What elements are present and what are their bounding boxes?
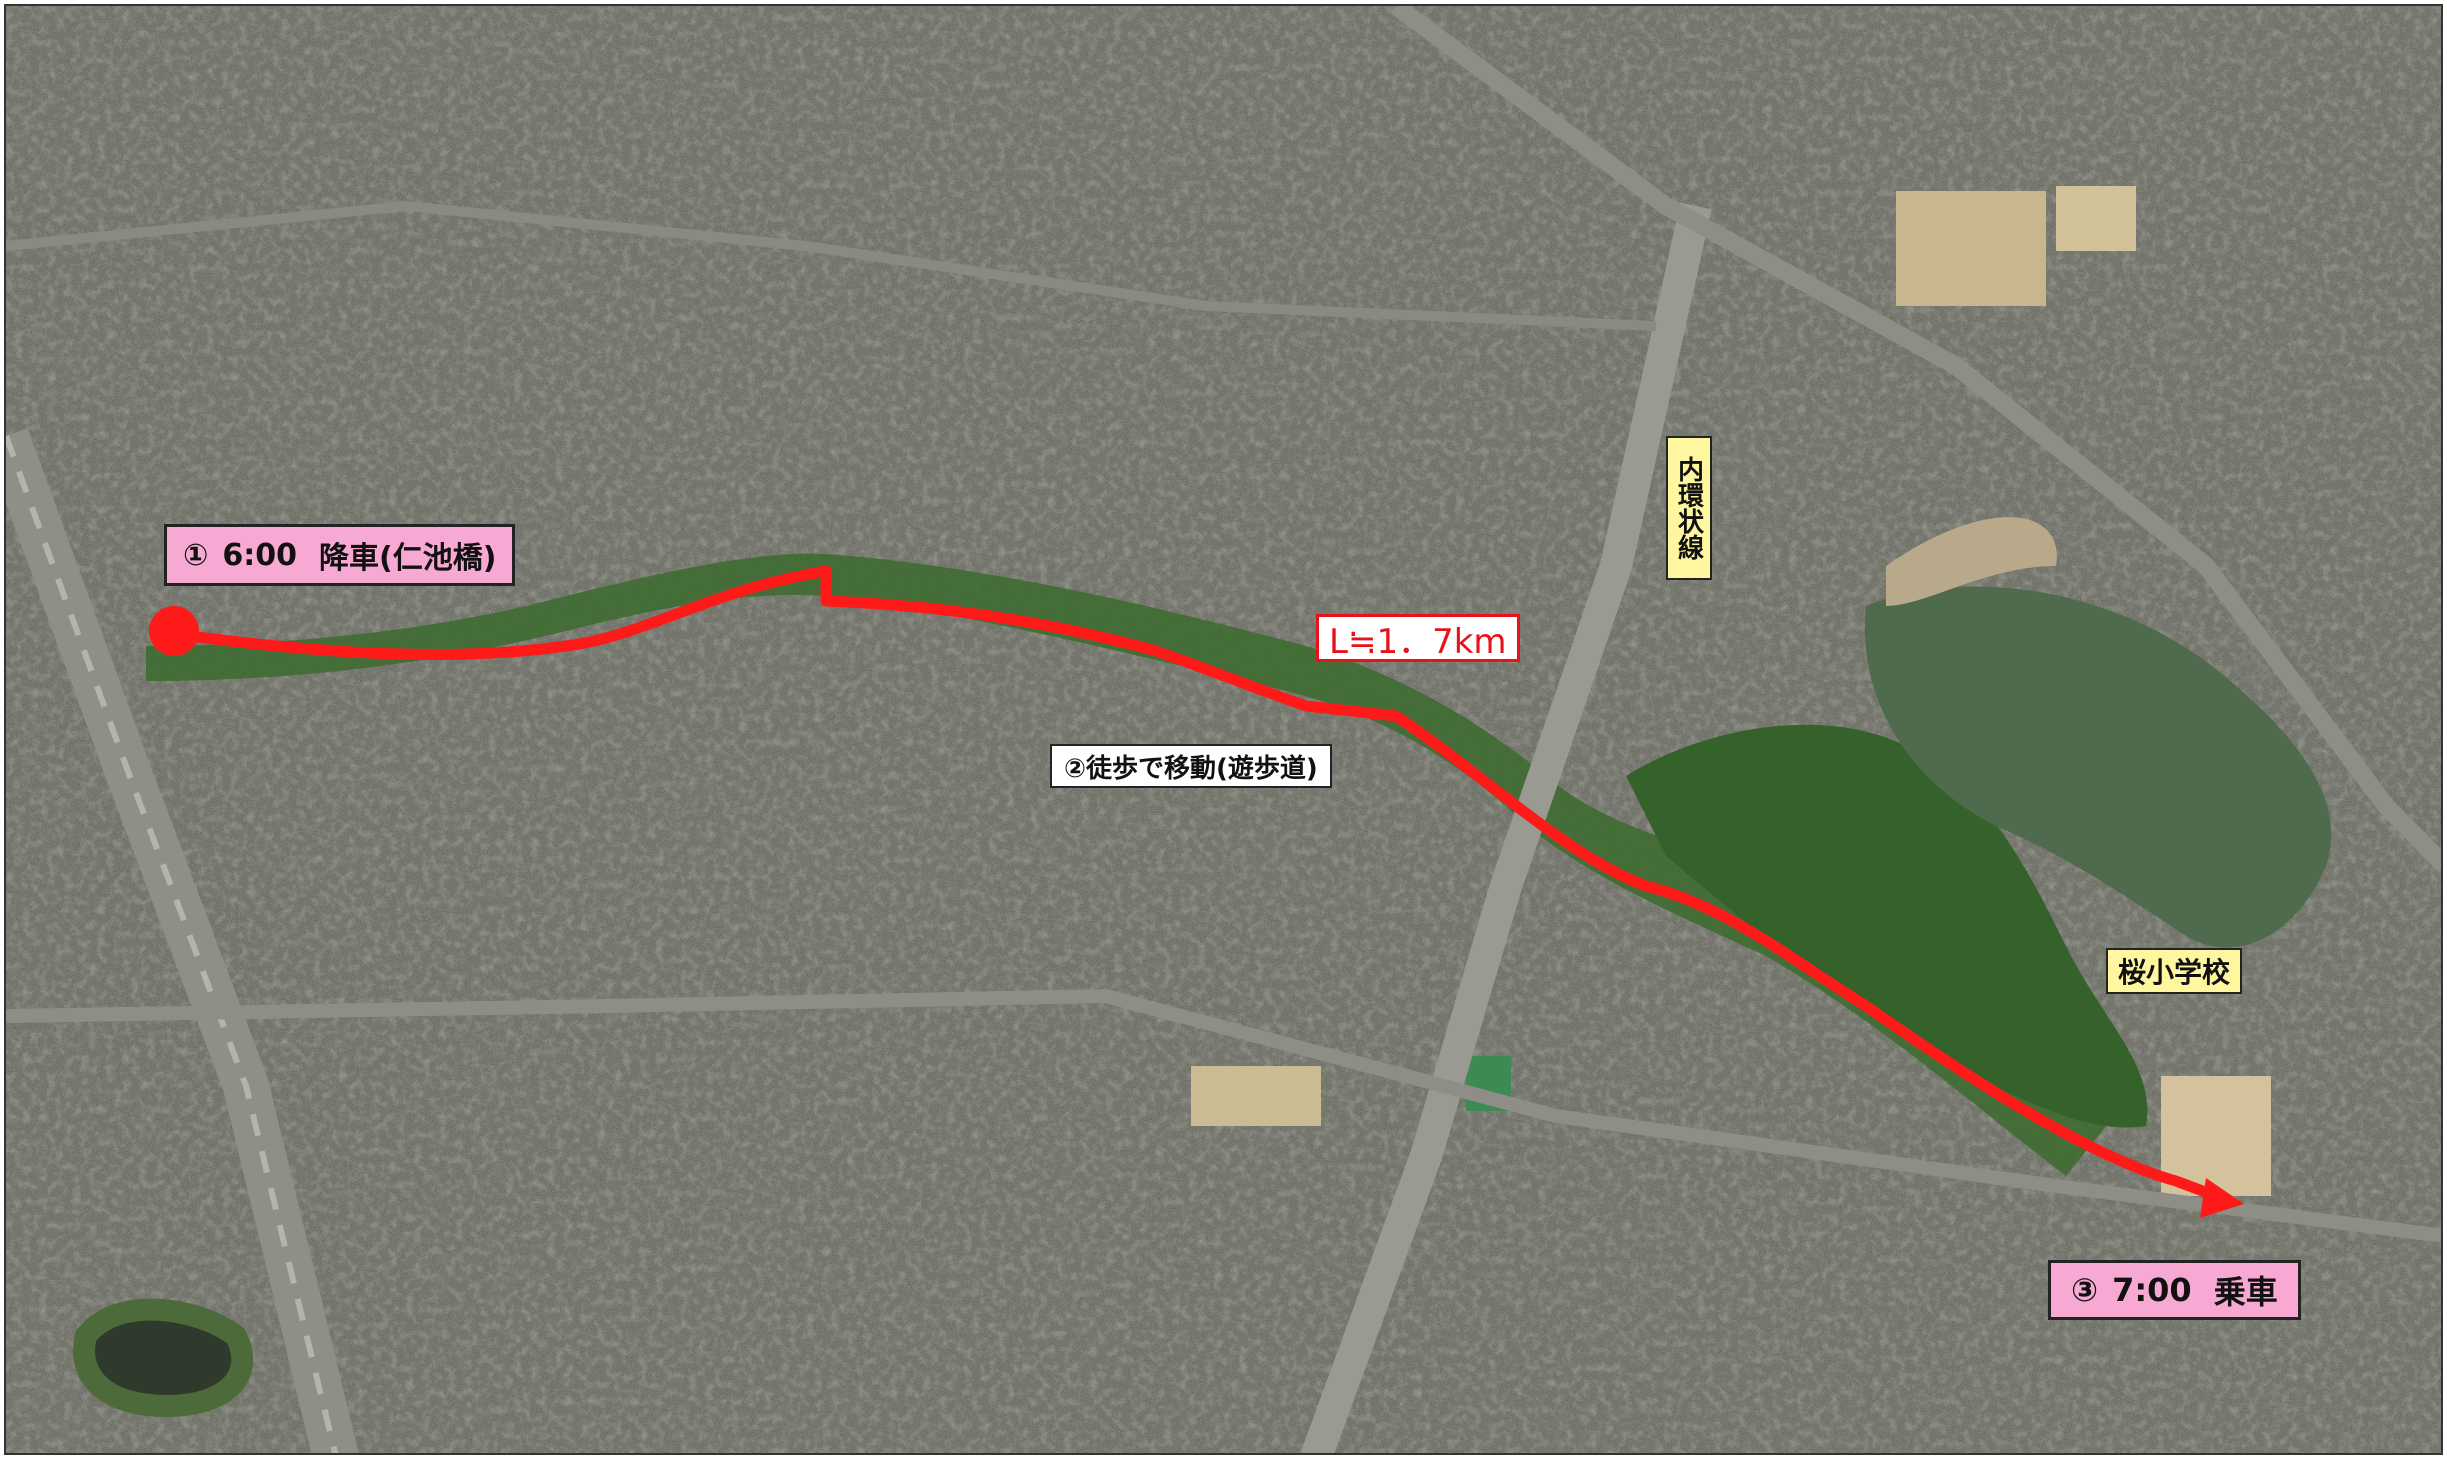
forest: [1626, 724, 2148, 1128]
start-number: ①: [183, 537, 209, 573]
school-ground-sakura: [2161, 1076, 2271, 1196]
school-ground-north-2: [2056, 186, 2136, 251]
small-pond: [73, 1298, 254, 1418]
park-field: [1191, 1066, 1321, 1126]
ring-road: [1300, 202, 1712, 1453]
east-west-road: [6, 988, 2441, 1243]
start-label: ① 6:00 降車(仁池橋): [164, 524, 516, 586]
school-ground-north: [1896, 191, 2046, 306]
pond-bank: [1886, 517, 2057, 606]
end-time: 7:00: [2112, 1271, 2192, 1309]
rail-line-label: 内環状線: [1666, 436, 1712, 580]
diagonal-road: [1390, 6, 2441, 873]
start-point-marker: [149, 606, 199, 656]
aerial-map[interactable]: ① 6:00 降車(仁池橋) L≒1．7km ②徒歩で移動(遊歩道) 内環状線 …: [4, 4, 2443, 1455]
pond: [1864, 586, 2332, 948]
distance-label: L≒1．7km: [1316, 614, 1520, 662]
walk-label: ②徒歩で移動(遊歩道): [1050, 744, 1332, 788]
north-road: [6, 200, 1657, 331]
expressway-lanes: [6, 434, 339, 1453]
end-text: 乗車: [2213, 1273, 2278, 1311]
map-canvas: [6, 6, 2441, 1453]
start-text: 降車(仁池橋): [319, 541, 497, 576]
route-arrowhead: [2200, 1178, 2244, 1218]
end-label: ③ 7:00 乗車: [2048, 1260, 2301, 1320]
walking-route-line: [168, 565, 2222, 1202]
school-label: 桜小学校: [2106, 948, 2243, 994]
end-number: ③: [2071, 1271, 2099, 1309]
start-time: 6:00: [222, 537, 298, 573]
